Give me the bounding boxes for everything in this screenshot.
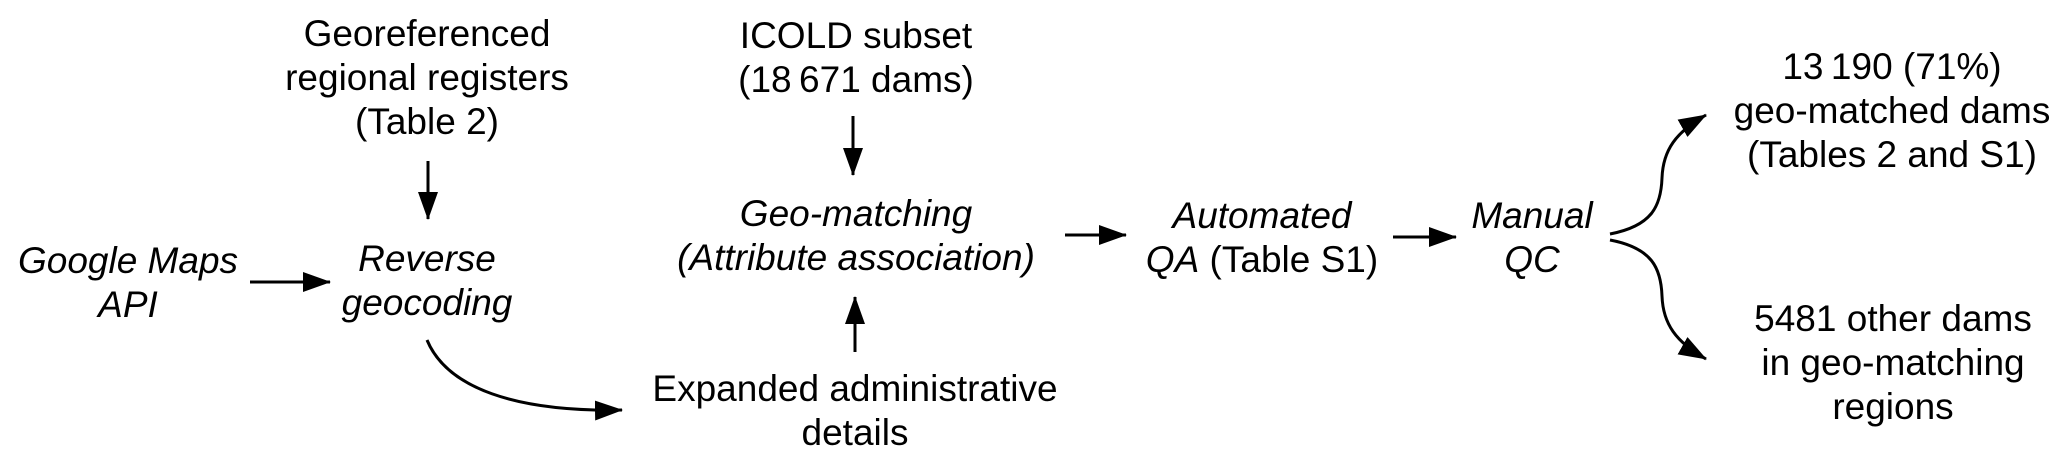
node-automated-qa-line2: QA (Table S1) — [1146, 238, 1378, 282]
arrow-reverse-geocoding-to-expanded-details — [425, 339, 623, 421]
node-manual-qc-line2: QC — [1504, 239, 1560, 280]
node-google-maps-api: Google Maps API — [18, 239, 238, 327]
node-expanded-details: Expanded administrative details — [652, 367, 1057, 455]
node-reverse-geocoding: Reverse geocoding — [342, 237, 513, 325]
node-manual-qc: Manual QC — [1471, 194, 1592, 282]
node-automated-qa-line2-italic: QA — [1145, 239, 1200, 280]
node-other-dams-line3: regions — [1832, 386, 1954, 427]
node-georeferenced-registers-line3: (Table 2) — [355, 101, 499, 142]
node-georeferenced-registers: Georeferenced regional registers (Table … — [285, 12, 569, 144]
node-geo-matched-dams-line1: 13 190 (71%) — [1782, 46, 2002, 87]
node-icold-subset-line1: ICOLD subset — [739, 15, 973, 56]
node-reverse-geocoding-line2: geocoding — [341, 282, 513, 323]
node-geo-matched-dams: 13 190 (71%) geo-matched dams (Tables 2 … — [1734, 45, 2051, 177]
node-icold-subset: ICOLD subset (18 671 dams) — [738, 14, 974, 102]
node-google-maps-api-line2: API — [98, 284, 158, 325]
node-manual-qc-line1: Manual — [1471, 195, 1593, 236]
node-geo-matching-line1: Geo-matching — [739, 193, 973, 234]
node-icold-subset-line2: (18 671 dams) — [738, 59, 974, 100]
node-reverse-geocoding-line1: Reverse — [358, 238, 496, 279]
node-other-dams: 5481 other dams in geo-matching regions — [1754, 297, 2032, 429]
node-expanded-details-line2: details — [801, 412, 909, 453]
node-automated-qa-line1: Automated — [1172, 195, 1352, 236]
node-other-dams-line1: 5481 other dams — [1754, 298, 2032, 339]
node-other-dams-line2: in geo-matching — [1761, 342, 2025, 383]
node-expanded-details-line1: Expanded administrative — [652, 368, 1058, 409]
arrow-manual-qc-to-other-dams — [1609, 238, 1707, 361]
node-geo-matched-dams-line3: (Tables 2 and S1) — [1746, 134, 2038, 175]
arrow-manual-qc-to-geo-matched-dams — [1609, 113, 1707, 236]
node-georeferenced-registers-line1: Georeferenced — [303, 13, 551, 54]
node-geo-matching-line2: (Attribute association) — [677, 237, 1035, 278]
node-georeferenced-registers-line2: regional registers — [285, 57, 569, 98]
node-geo-matched-dams-line2: geo-matched dams — [1733, 90, 2051, 131]
node-automated-qa: Automated QA (Table S1) — [1146, 194, 1378, 282]
node-automated-qa-line2-regular: (Table S1) — [1199, 239, 1379, 280]
node-google-maps-api-line1: Google Maps — [17, 240, 239, 281]
node-geo-matching: Geo-matching (Attribute association) — [677, 192, 1035, 280]
